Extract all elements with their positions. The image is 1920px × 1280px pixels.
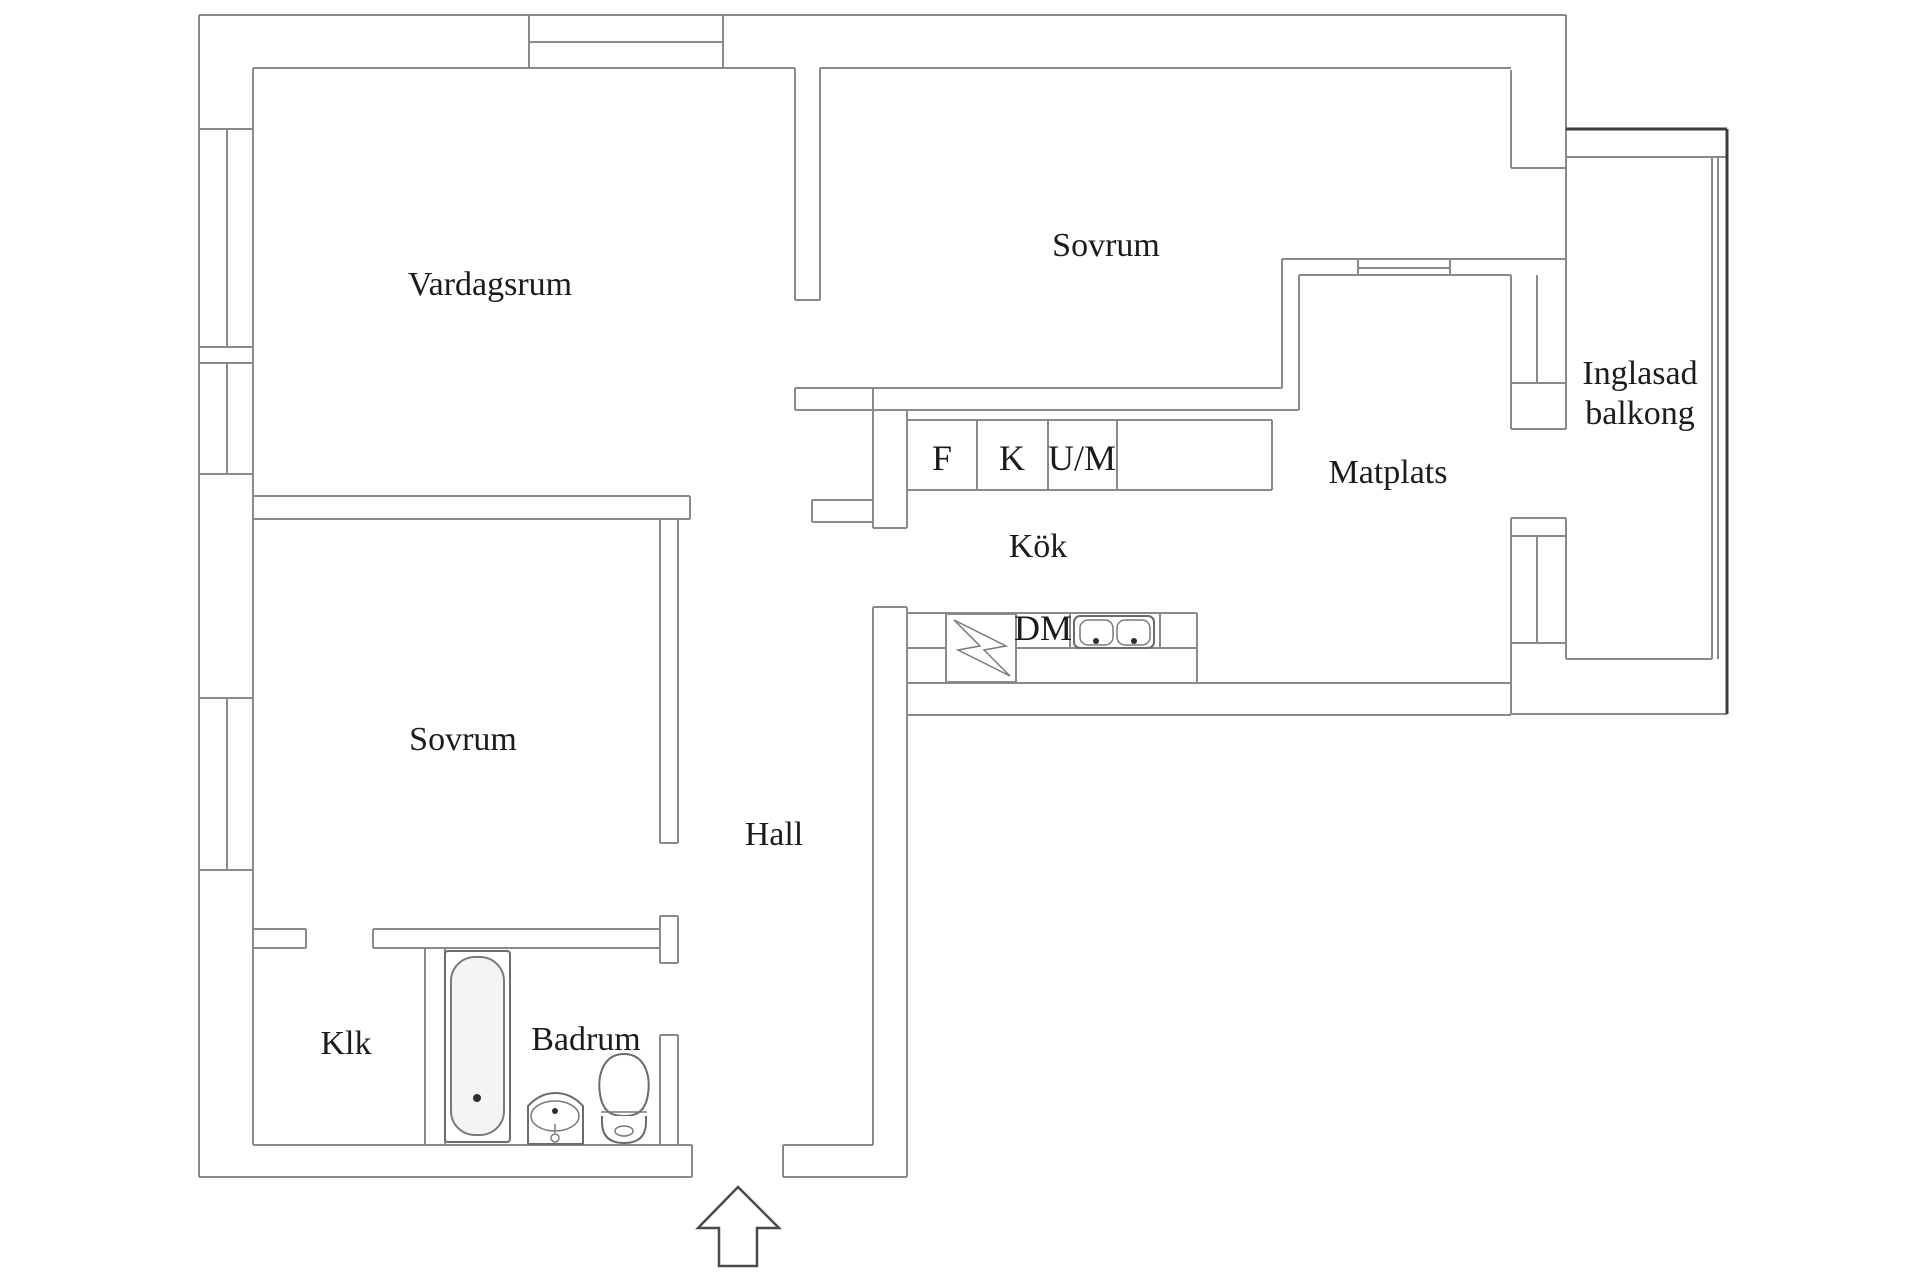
window-left-2 — [199, 362, 253, 475]
kitchen-sink-icon — [1073, 615, 1155, 649]
room-label-balkong-line1: Inglasad — [1582, 355, 1697, 392]
balcony-glazing — [1566, 127, 1729, 714]
room-label-kok: Kök — [1009, 528, 1068, 565]
washbasin-icon — [527, 1091, 584, 1145]
room-labels: Vardagsrum Sovrum Inglasad balkong Matpl… — [321, 227, 1698, 1062]
window-left-3 — [199, 697, 253, 871]
room-label-sovrum-2: Sovrum — [409, 721, 517, 758]
bathtub-icon — [444, 950, 511, 1143]
room-label-vardagsrum: Vardagsrum — [408, 266, 572, 303]
stove-icon — [945, 613, 1017, 683]
appliance-label-dishwasher: DM — [1014, 608, 1072, 648]
window-balcony-lower — [1510, 517, 1567, 683]
window-matplats-top — [1357, 259, 1451, 275]
room-label-matplats: Matplats — [1329, 454, 1448, 491]
entry-arrow-icon — [695, 1185, 783, 1268]
room-label-klk: Klk — [321, 1025, 372, 1062]
room-label-badrum: Badrum — [531, 1021, 641, 1058]
window-left-1 — [199, 128, 253, 348]
appliance-labels: F K U/M DM — [932, 438, 1116, 648]
walls — [198, 14, 1727, 1178]
room-label-hall: Hall — [745, 816, 804, 853]
window-balcony-upper — [1510, 259, 1567, 430]
appliance-label-fridge: F — [932, 438, 952, 478]
room-label-sovrum-1: Sovrum — [1052, 227, 1160, 264]
kitchen-counter-upper — [907, 419, 1273, 491]
appliance-label-oven-micro: U/M — [1048, 438, 1116, 478]
room-label-balkong-line2: balkong — [1585, 395, 1695, 432]
appliance-label-cooler: K — [999, 438, 1025, 478]
toilet-icon — [598, 1052, 650, 1145]
